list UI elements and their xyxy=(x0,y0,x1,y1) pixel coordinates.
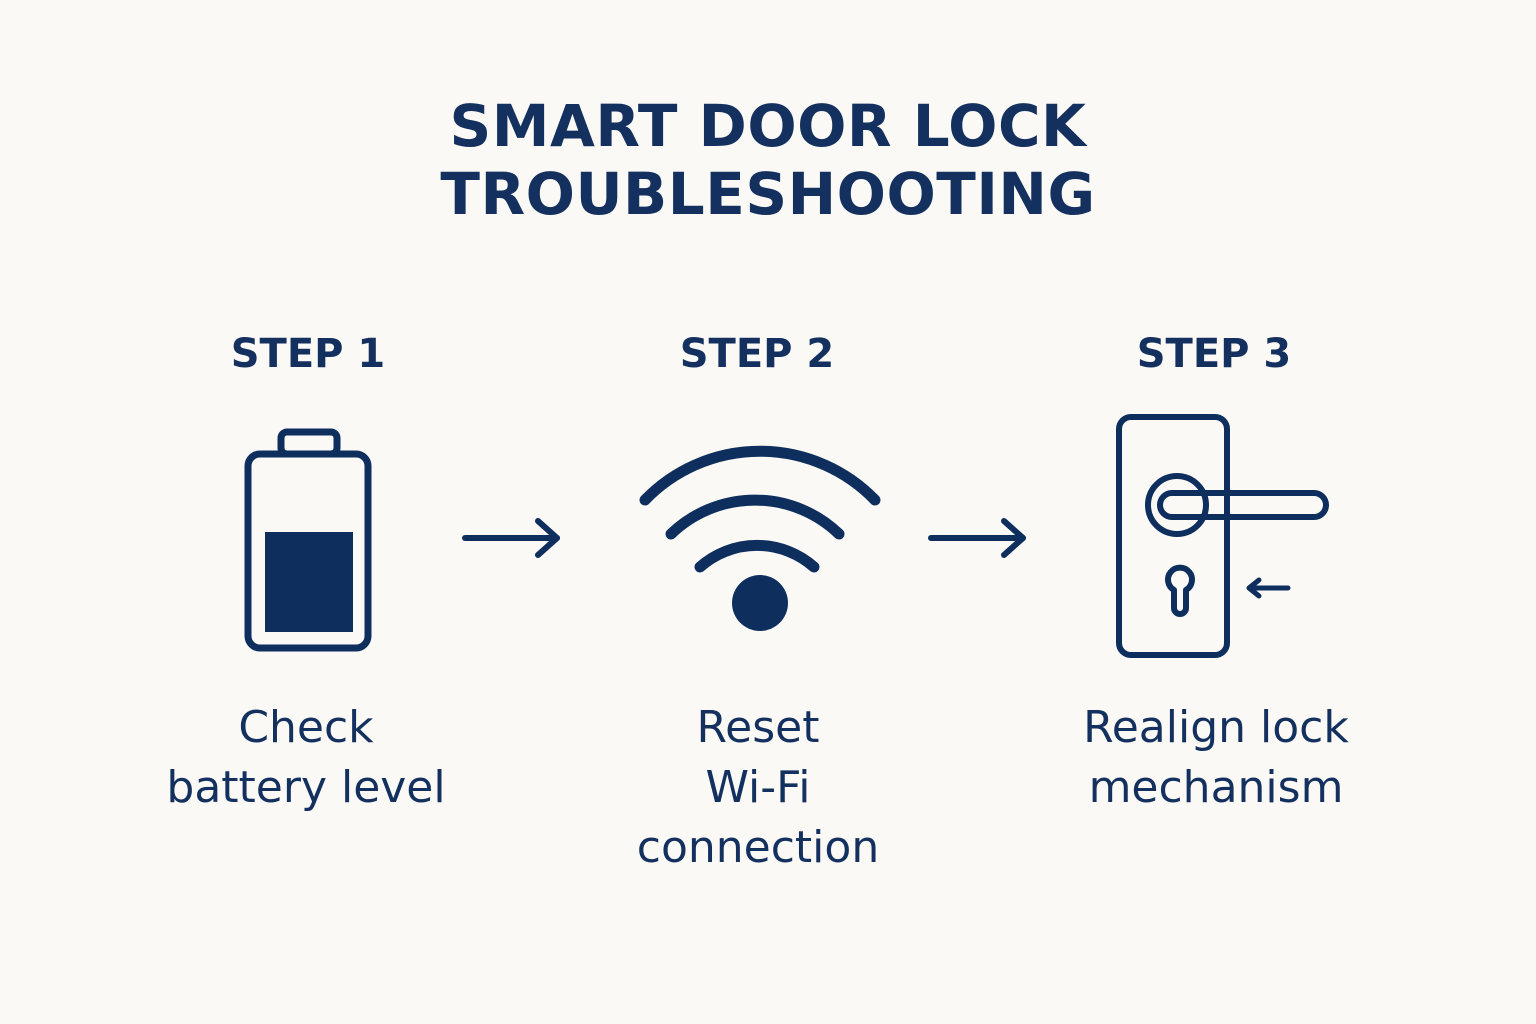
title-line-2: TROUBLESHOOTING xyxy=(440,160,1096,228)
wifi-icon xyxy=(639,445,881,631)
step-2-label: STEP 2 xyxy=(679,331,835,377)
battery-fill xyxy=(265,532,353,632)
step-3-description-line-1: Realign lock xyxy=(1083,702,1349,753)
handle-lever xyxy=(1157,490,1329,520)
step-2-description-line-1: Reset xyxy=(696,702,820,753)
arrow-right-icon xyxy=(462,518,560,558)
wifi-dot xyxy=(732,575,788,631)
handle-rose xyxy=(1145,473,1209,537)
step-2-description-line-3: connection xyxy=(636,822,880,873)
step-1-description-line-2: battery level xyxy=(166,762,446,813)
battery-body xyxy=(244,450,372,652)
battery-icon xyxy=(244,428,372,652)
wifi-arc-inner xyxy=(694,539,820,573)
step-1-description: Check battery level xyxy=(126,698,486,818)
keyhole-icon xyxy=(1165,564,1195,617)
step-1-description-line-1: Check xyxy=(238,702,374,753)
title-line-1: SMART DOOR LOCK xyxy=(449,92,1087,160)
page-title: SMART DOOR LOCK TROUBLESHOOTING xyxy=(0,92,1536,228)
arrow-right-icon xyxy=(928,518,1026,558)
alignment-arrow-head xyxy=(1246,577,1262,599)
step-3-label: STEP 3 xyxy=(1136,331,1292,377)
step-2-description-line-2: Wi-Fi xyxy=(705,762,811,813)
step-3-description: Realign lock mechanism xyxy=(1036,698,1396,818)
door-plate xyxy=(1116,414,1230,658)
step-2-description: Reset Wi-Fi connection xyxy=(578,698,938,878)
step-1-label: STEP 1 xyxy=(230,331,386,377)
step-3-description-line-2: mechanism xyxy=(1088,762,1344,813)
door-handle-icon xyxy=(1116,414,1329,658)
wifi-arc-middle xyxy=(665,494,845,540)
wifi-arc-outer xyxy=(639,445,881,506)
